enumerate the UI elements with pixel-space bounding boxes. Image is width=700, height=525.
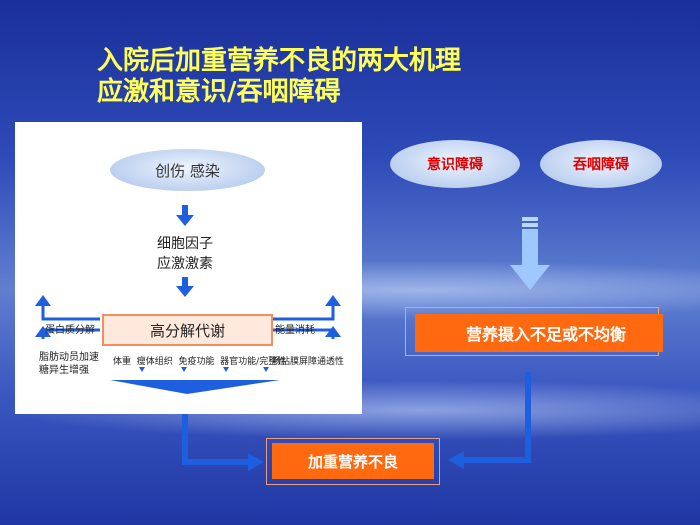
intake-label: 营养摄入不足或不均衡 — [465, 325, 626, 344]
result-frame — [266, 438, 440, 485]
stress-diagram-panel: 创伤 感染 细胞因子 应激激素 高分解代谢 蛋白质分解 脂肪动员加速 糖异生增强… — [15, 122, 362, 414]
protein-breakdown-label: 蛋白质分解 — [45, 325, 95, 336]
result-box: 加重营养不良 — [272, 443, 434, 479]
swallow-disorder-label: 吞咽障碍 — [573, 157, 629, 173]
intake-box: 营养摄入不足或不均衡 — [415, 314, 663, 352]
page-title-line1: 入院后加重营养不良的两大机理 — [97, 46, 462, 76]
swallow-disorder-oval: 吞咽障碍 — [540, 140, 662, 188]
trauma-infection-label: 创伤 感染 — [155, 161, 220, 180]
result-label: 加重营养不良 — [307, 452, 398, 471]
cytokine-line1: 细胞因子 — [157, 236, 213, 252]
mucosal-barrier-label: 肠粘膜屏障通透性 — [272, 357, 345, 367]
cytokine-line2: 应激激素 — [157, 256, 213, 272]
catabolism-label: 高分解代谢 — [149, 321, 225, 340]
energy-consumption-label: 能量消耗 — [275, 325, 315, 336]
consciousness-disorder-oval: 意识障碍 — [390, 140, 520, 188]
fat-mobilization-line2: 糖异生增强 — [39, 365, 89, 376]
fat-mobilization-label: 脂肪动员加速 糖异生增强 — [39, 351, 99, 377]
fat-mobilization-line1: 脂肪动员加速 — [39, 352, 99, 363]
cytokine-label: 细胞因子 应激激素 — [145, 234, 225, 274]
consciousness-disorder-label: 意识障碍 — [427, 157, 483, 173]
panel-arrows — [35, 205, 341, 394]
page-title-line2: 应激和意识/吞咽障碍 — [97, 77, 341, 107]
trauma-infection-oval: 创伤 感染 — [110, 149, 265, 191]
catabolism-box: 高分解代谢 — [102, 314, 273, 346]
effects-label: 体重 瘦体组织 免疫功能 器官功能/完整性 — [113, 357, 287, 367]
